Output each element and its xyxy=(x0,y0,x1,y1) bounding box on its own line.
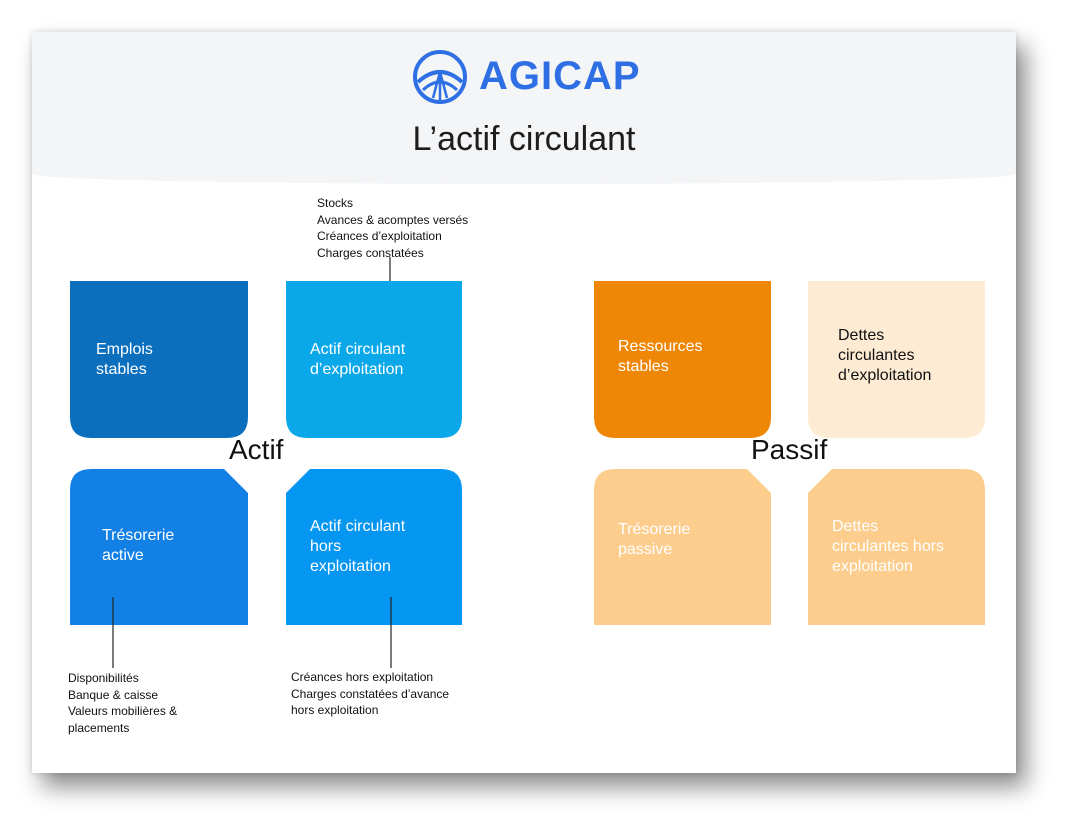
agicap-logo-icon xyxy=(413,50,467,104)
brand-name: AGICAP xyxy=(479,54,641,98)
note-line: Banque & caisse xyxy=(68,687,159,702)
actif-label: Actif xyxy=(229,434,284,465)
note-line: Charges constatées xyxy=(317,245,424,260)
note-line: hors exploitation xyxy=(291,703,379,717)
tresorerie-passive-tile xyxy=(594,469,771,625)
passif-label: Passif xyxy=(751,434,828,465)
header-band xyxy=(32,32,1016,184)
actif-circulant-exploitation-tile xyxy=(286,281,462,438)
note-line: Charges constatées d’avance xyxy=(291,686,450,701)
page-title: L’actif circulant xyxy=(412,120,636,158)
note-line: Valeurs mobilières & xyxy=(68,704,178,718)
dettes-circulantes-hors-exploitation-tile xyxy=(808,469,985,625)
balance-diagram xyxy=(70,257,985,668)
tresorerie-active-tile xyxy=(70,469,248,625)
ressources-stables-tile xyxy=(594,281,771,438)
note-line: Disponibilités xyxy=(68,671,139,685)
note-line: placements xyxy=(68,720,130,735)
note-line: Créances hors exploitation xyxy=(291,670,434,684)
note-line: Créances d’exploitation xyxy=(317,229,442,243)
dettes-circulantes-exploitation-tile xyxy=(808,281,985,438)
note-line: Stocks xyxy=(317,196,354,210)
emplois-stables-tile xyxy=(70,281,248,438)
note-line: Avances & acomptes versés xyxy=(317,212,469,227)
actif-circulant-hors-exploitation-tile xyxy=(286,469,462,625)
brand-logo: AGICAP xyxy=(409,46,649,108)
